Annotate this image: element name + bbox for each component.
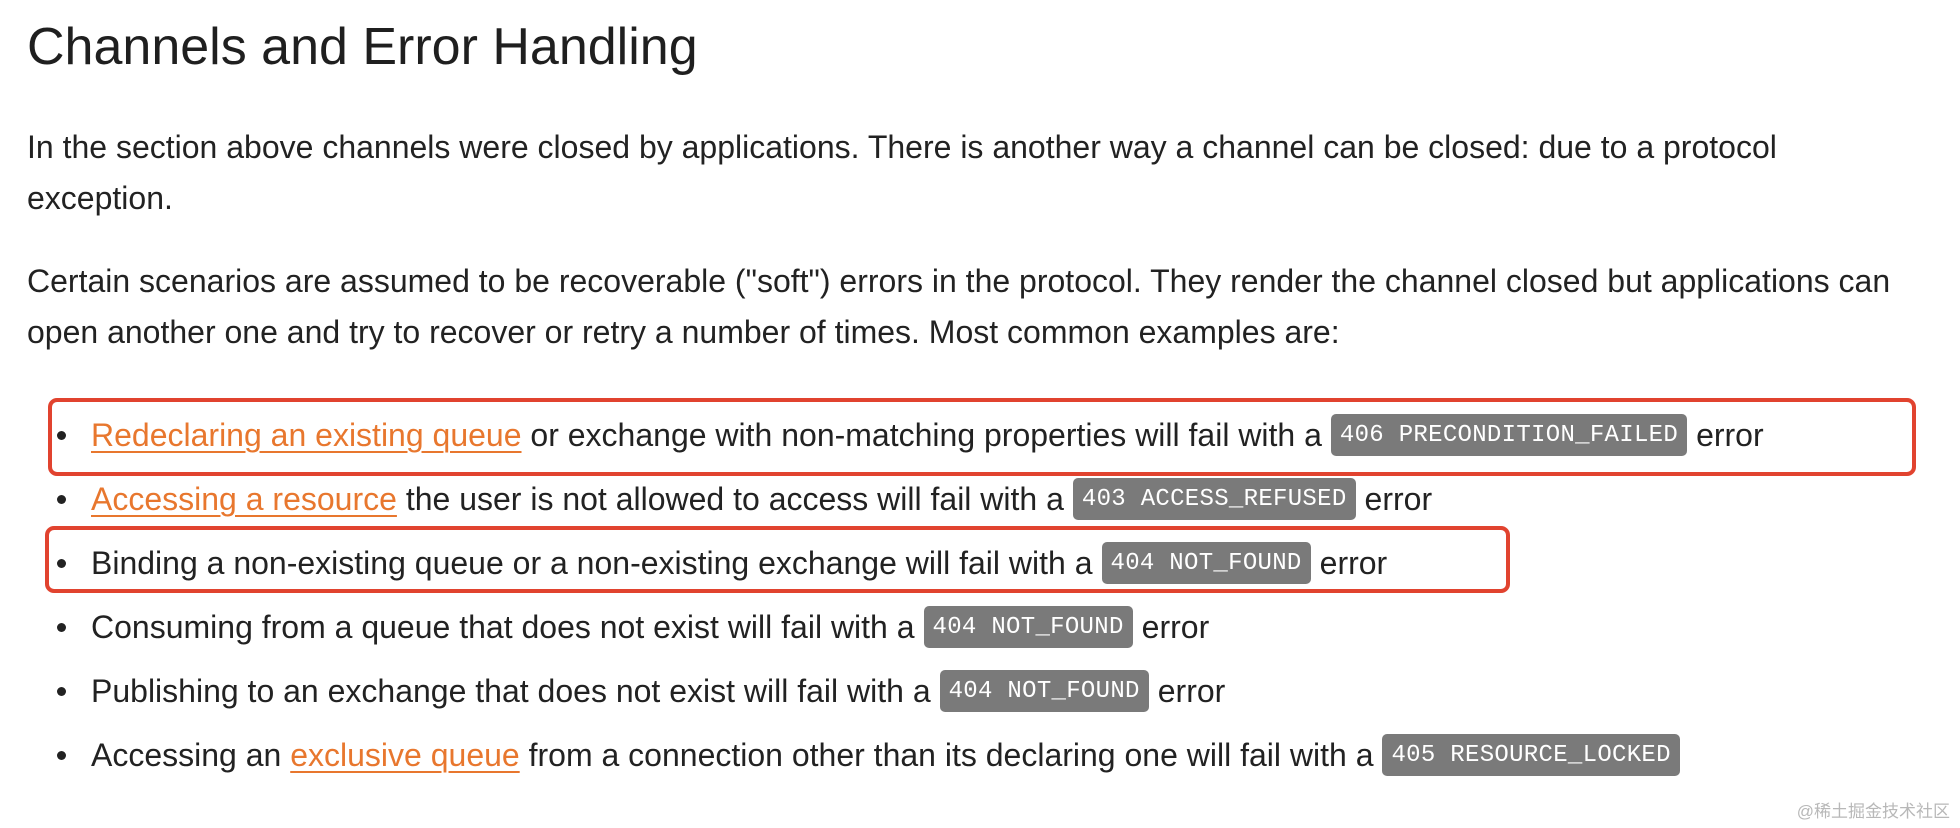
bullet-icon bbox=[57, 430, 66, 440]
item-text: the user is not allowed to access will f… bbox=[396, 480, 1064, 517]
error-code-badge: 404 NOT_FOUND bbox=[1101, 542, 1311, 584]
list-item: Publishing to an exchange that does not … bbox=[57, 661, 1225, 721]
list-item: Consuming from a queue that does not exi… bbox=[57, 597, 1209, 657]
exclusive-queue-link[interactable]: exclusive queue bbox=[290, 736, 520, 773]
bullet-icon bbox=[57, 558, 66, 568]
bullet-icon bbox=[57, 622, 66, 632]
page-title: Channels and Error Handling bbox=[27, 18, 698, 76]
error-code-badge: 404 NOT_FOUND bbox=[939, 670, 1149, 712]
error-code-badge: 403 ACCESS_REFUSED bbox=[1072, 478, 1356, 520]
bullet-icon bbox=[57, 494, 66, 504]
item-prefix: Accessing an bbox=[91, 736, 291, 773]
item-text: or exchange with non-matching properties… bbox=[521, 416, 1322, 453]
item-text: from a connection other than its declari… bbox=[519, 736, 1374, 773]
scenarios-paragraph: Certain scenarios are assumed to be reco… bbox=[27, 263, 1891, 350]
list-item: Binding a non-existing queue or a non-ex… bbox=[57, 533, 1387, 593]
list-item: Accessing an exclusive queue from a conn… bbox=[57, 725, 1689, 785]
intro-paragraph: In the section above channels were close… bbox=[27, 129, 1777, 216]
bullet-icon bbox=[57, 686, 66, 696]
list-item: Redeclaring an existing queue or exchang… bbox=[57, 405, 1764, 465]
error-code-badge: 406 PRECONDITION_FAILED bbox=[1330, 414, 1688, 456]
list-item: Accessing a resource the user is not all… bbox=[57, 469, 1432, 529]
item-text: Binding a non-existing queue or a non-ex… bbox=[91, 544, 1093, 581]
item-suffix: error bbox=[1319, 544, 1388, 581]
bullet-icon bbox=[57, 750, 66, 760]
item-suffix: error bbox=[1364, 480, 1433, 517]
error-code-badge: 405 RESOURCE_LOCKED bbox=[1382, 734, 1680, 776]
redeclaring-queue-link[interactable]: Redeclaring an existing queue bbox=[91, 416, 522, 453]
watermark: @稀土掘金技术社区 bbox=[1796, 802, 1950, 821]
item-text: Publishing to an exchange that does not … bbox=[91, 672, 931, 709]
accessing-resource-link[interactable]: Accessing a resource bbox=[91, 480, 397, 517]
item-suffix: error bbox=[1696, 416, 1764, 453]
item-text: Consuming from a queue that does not exi… bbox=[91, 608, 915, 645]
item-suffix: error bbox=[1157, 672, 1226, 709]
item-suffix: error bbox=[1141, 608, 1210, 645]
error-code-badge: 404 NOT_FOUND bbox=[923, 606, 1133, 648]
